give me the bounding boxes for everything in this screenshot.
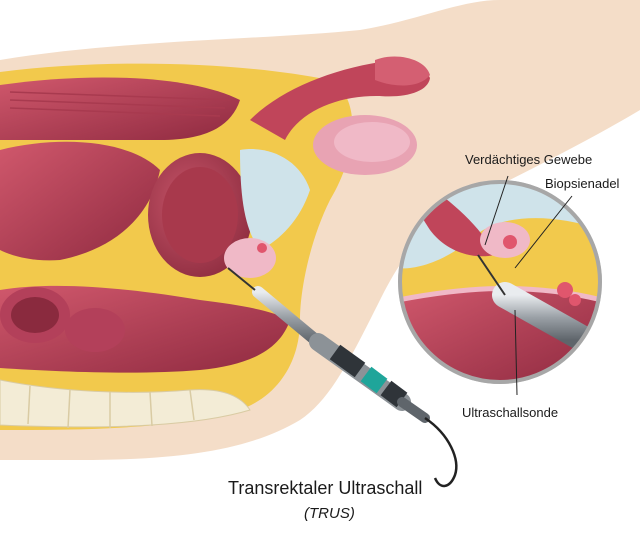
abdominal-stripes xyxy=(9,91,231,117)
suspicious-spot xyxy=(257,243,267,253)
probe-cable xyxy=(424,416,458,488)
testis-highlight xyxy=(334,122,410,162)
leader-suspicious-tissue xyxy=(484,175,509,246)
leader-biopsy-needle xyxy=(514,195,573,269)
bladder-lumen xyxy=(162,167,238,263)
label-ultrasound-probe: Ultraschallsonde xyxy=(462,405,559,420)
connective-tissue xyxy=(240,149,310,250)
caption-abbreviation: (TRUS) xyxy=(304,505,355,522)
ultrasound-probe xyxy=(227,267,430,423)
biopsy-needle-main xyxy=(227,267,256,291)
vertebra-lines xyxy=(27,385,195,429)
bowel-loop-1-inner xyxy=(11,297,59,333)
leader-ultrasound-probe xyxy=(514,309,518,396)
label-biopsy-needle: Biopsienadel xyxy=(545,176,620,191)
urethra-glans xyxy=(375,56,430,86)
caption-title: Transrektaler Ultraschall xyxy=(228,478,423,498)
intestine-upper xyxy=(0,141,160,261)
rectum xyxy=(0,285,290,373)
label-suspicious-tissue: Verdächtiges Gewebe xyxy=(465,152,593,167)
needle-magnified xyxy=(477,254,506,296)
magnified-view xyxy=(398,180,602,384)
probe-magnified xyxy=(492,282,598,353)
sacrum xyxy=(0,379,251,428)
bowel-loop-2 xyxy=(65,308,125,352)
